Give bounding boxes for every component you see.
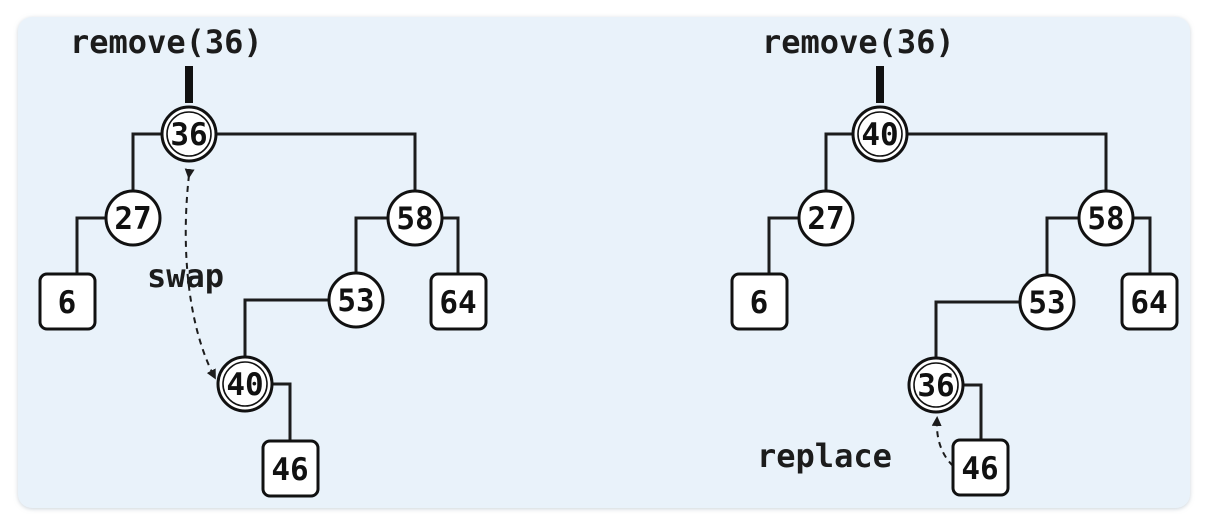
- left-edge-27-6: [75, 216, 106, 274]
- right-leaf-64-value: 64: [1130, 285, 1167, 321]
- right-leaf-64: 64: [1120, 272, 1179, 331]
- left-leaf-6: 6: [38, 272, 97, 331]
- left-node-53: 53: [327, 271, 385, 329]
- right-tree: remove(36) replace 40 27 58 53: [730, 23, 1179, 497]
- left-edge-53-40: [243, 298, 328, 356]
- left-node-58-value: 58: [396, 201, 433, 237]
- right-operation-label: remove(36): [762, 23, 955, 61]
- left-node-27-value: 27: [114, 201, 151, 237]
- left-leaf-6-value: 6: [58, 285, 77, 321]
- left-tree: remove(36) swap 36 27 58 53: [38, 23, 488, 498]
- right-edge-root-27: [824, 132, 853, 190]
- left-node-27: 27: [104, 189, 162, 247]
- right-replace-arrow: [931, 416, 954, 467]
- left-node-53-value: 53: [337, 283, 374, 319]
- right-edge-58-64: [1133, 216, 1152, 274]
- left-node-root-value: 36: [170, 117, 207, 153]
- right-node-root-value: 40: [861, 117, 898, 153]
- left-annotation-label: swap: [147, 257, 224, 295]
- left-leaf-46: 46: [261, 439, 320, 498]
- left-edge-root-27: [131, 132, 162, 190]
- right-leaf-46-value: 46: [961, 451, 998, 487]
- right-node-27: 27: [797, 189, 855, 247]
- left-leaf-46-value: 46: [271, 452, 308, 488]
- left-leaf-64-value: 64: [439, 285, 476, 321]
- left-node-58: 58: [386, 189, 444, 247]
- right-annotation-label: replace: [757, 437, 892, 475]
- left-edge-58-53: [354, 216, 388, 272]
- left-node-40: 40: [216, 355, 274, 413]
- right-leaf-46: 46: [951, 438, 1010, 497]
- right-node-58: 58: [1077, 189, 1135, 247]
- right-edge-root-58: [907, 132, 1108, 190]
- right-edge-53-36: [934, 300, 1020, 357]
- left-edge-root-58: [216, 132, 417, 190]
- left-node-root: 36: [160, 105, 218, 163]
- left-node-40-value: 40: [226, 367, 263, 403]
- right-node-root: 40: [851, 105, 909, 163]
- right-node-53-value: 53: [1028, 285, 1065, 321]
- right-edge-27-6: [767, 216, 799, 274]
- right-leaf-6: 6: [730, 272, 789, 331]
- left-swap-arrow: [184, 168, 216, 380]
- left-operation-label: remove(36): [70, 23, 263, 61]
- right-node-58-value: 58: [1087, 201, 1124, 237]
- right-node-53: 53: [1018, 273, 1076, 331]
- left-edge-58-64: [442, 216, 460, 274]
- left-edge-40-46: [272, 382, 292, 441]
- right-leaf-6-value: 6: [750, 285, 769, 321]
- right-node-36: 36: [907, 356, 965, 414]
- right-node-36-value: 36: [917, 368, 954, 404]
- right-edge-36-46: [963, 383, 983, 440]
- left-leaf-64: 64: [429, 272, 488, 331]
- right-edge-58-53: [1045, 216, 1079, 274]
- right-node-27-value: 27: [807, 201, 844, 237]
